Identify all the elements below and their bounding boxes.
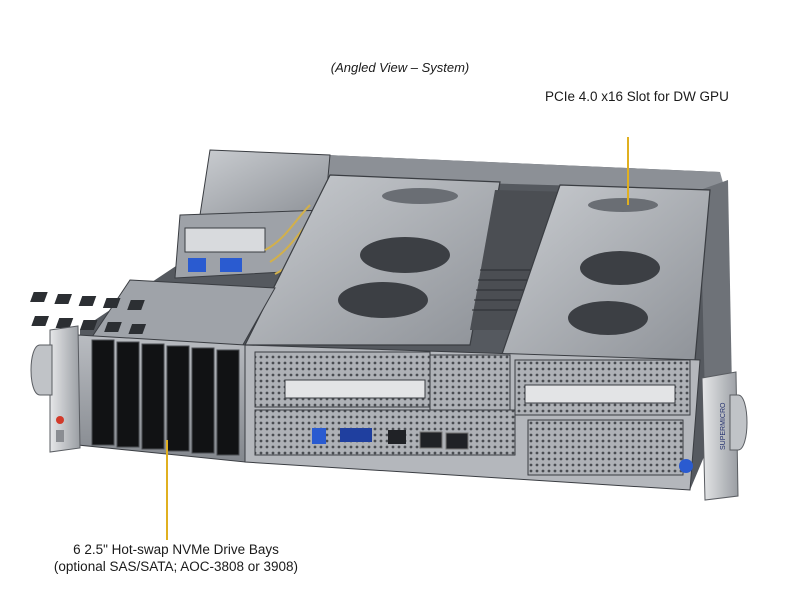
- thumbscrew-icon: [679, 459, 693, 473]
- brand-mark: SUPERMICRO: [720, 402, 727, 450]
- rear-io-panel: [244, 344, 701, 491]
- power-button-icon: [56, 416, 64, 424]
- connector-blue-1: [188, 258, 206, 272]
- power-supply: [174, 149, 331, 279]
- drive-bays: [91, 339, 240, 456]
- drive-bays-callout-line1: 6 2.5" Hot-swap NVMe Drive Bays: [73, 542, 279, 557]
- drive-bays-callout: 6 2.5" Hot-swap NVMe Drive Bays (optiona…: [38, 541, 314, 575]
- ethernet-port: [388, 430, 406, 444]
- gpu-bracket-right: [499, 184, 711, 361]
- figure-caption: (Angled View – System): [330, 60, 470, 75]
- front-panel: [77, 334, 246, 463]
- drive-cage-top: [30, 279, 276, 351]
- gpu-slot-callout: PCIe 4.0 x16 Slot for DW GPU: [545, 89, 729, 104]
- usb-ports: [312, 428, 326, 444]
- left-rack-handle: [30, 325, 81, 453]
- right-rack-handle: SUPERMICRO: [701, 371, 748, 501]
- gpu-bracket-left: [244, 174, 501, 346]
- drive-bays-callout-line2: (optional SAS/SATA; AOC-3808 or 3908): [53, 559, 299, 574]
- vga-port: [340, 428, 372, 442]
- connector-blue-2: [220, 258, 242, 272]
